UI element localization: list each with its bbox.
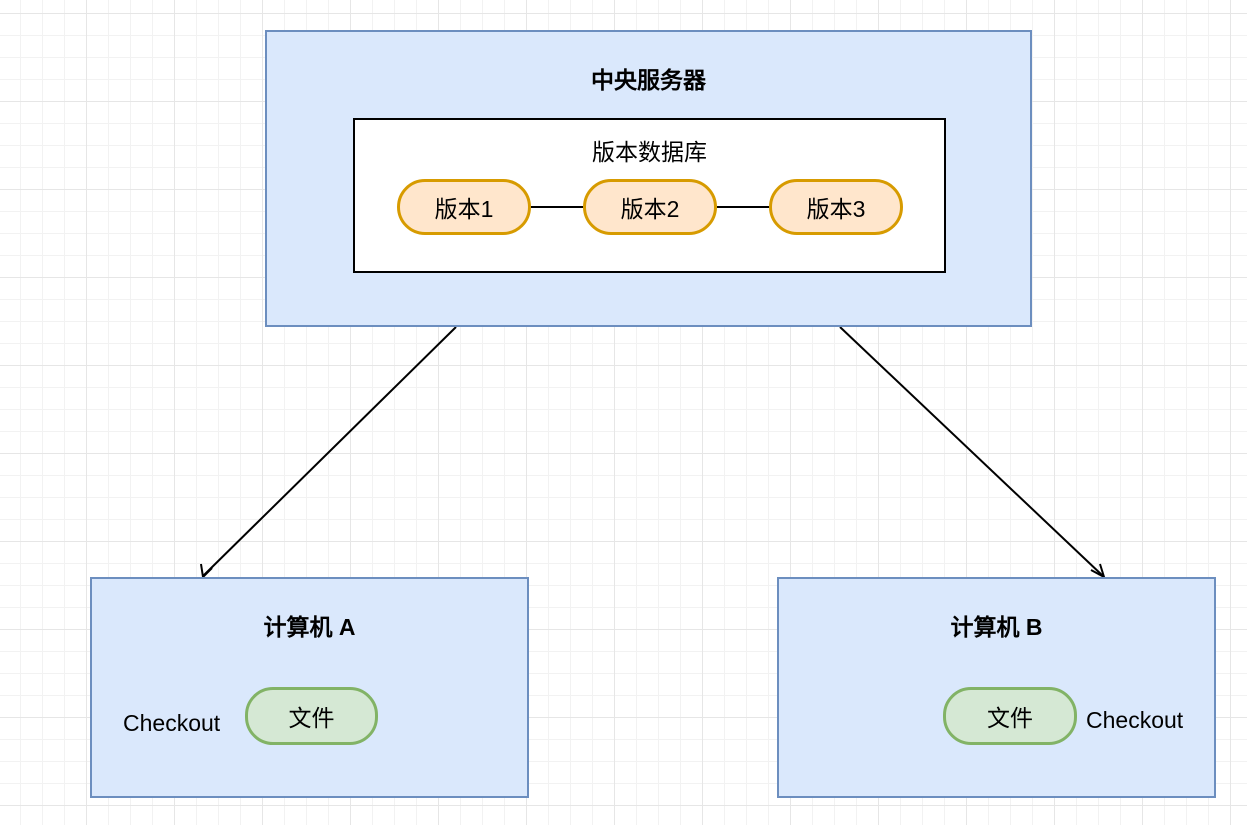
- version-node-2-label: 版本2: [620, 196, 680, 222]
- edge-server-to-computer-a: [202, 326, 457, 577]
- central-server-title: 中央服务器: [591, 67, 706, 93]
- computer-a-container[interactable]: 计算机 A Checkout 文件: [90, 577, 529, 798]
- computer-a-file-node[interactable]: 文件: [245, 687, 378, 745]
- version-database[interactable]: 版本数据库 版本1 版本2 版本3: [353, 118, 946, 273]
- version-node-3-label: 版本3: [806, 196, 866, 222]
- computer-b-file-node[interactable]: 文件: [943, 687, 1077, 745]
- arrowhead-computer-a: [200, 563, 213, 580]
- computer-a-checkout-label: Checkout: [123, 710, 221, 736]
- computer-b-checkout-label: Checkout: [1086, 707, 1184, 733]
- version-node-2[interactable]: 版本2: [583, 179, 717, 235]
- computer-b-file-label: 文件: [987, 705, 1033, 731]
- version-node-1[interactable]: 版本1: [397, 179, 531, 235]
- computer-b-container[interactable]: 计算机 B 文件 Checkout: [777, 577, 1216, 798]
- version-node-3[interactable]: 版本3: [769, 179, 903, 235]
- version-database-label: 版本数据库: [592, 139, 707, 165]
- central-server-container[interactable]: 中央服务器 版本数据库 版本1 版本2 版本3: [265, 30, 1032, 327]
- computer-b-title: 计算机 B: [950, 614, 1043, 640]
- version-link-2-3: [717, 206, 769, 208]
- computer-a-file-label: 文件: [288, 705, 335, 731]
- version-link-1-2: [531, 206, 583, 208]
- computer-a-title: 计算机 A: [263, 614, 356, 640]
- version-node-1-label: 版本1: [434, 196, 494, 222]
- edge-server-to-computer-b: [839, 326, 1104, 577]
